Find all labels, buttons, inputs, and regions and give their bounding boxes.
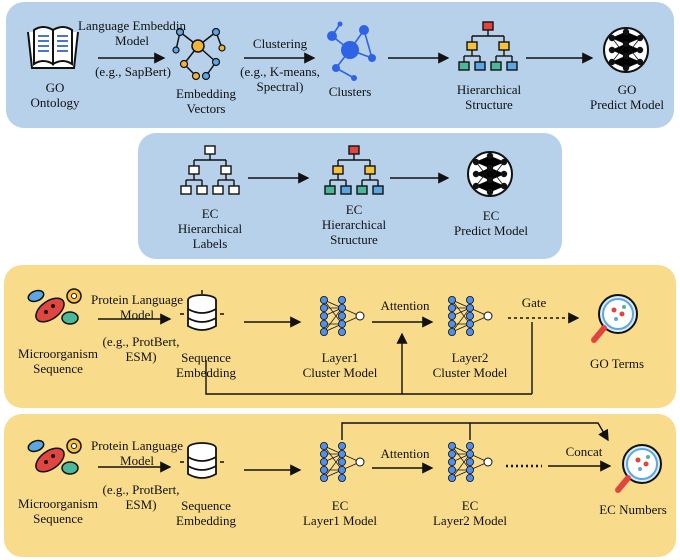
- concat-label: Concat: [565, 444, 603, 459]
- concat-top-line: [341, 422, 609, 442]
- database-icon: [180, 442, 224, 479]
- hierarchy-tree-icon: [324, 145, 384, 195]
- clusters-label: Clusters: [328, 84, 372, 99]
- plm-example-label: (e.g., ProtBert,ESM): [102, 334, 180, 364]
- bacteria-icon: [27, 288, 82, 325]
- bypass-line: [205, 332, 408, 395]
- clusters-icon: [327, 21, 376, 81]
- plm-example-label: (e.g., ProtBert,ESM): [102, 482, 180, 512]
- sapbert-example-label: (e.g., SapBert): [95, 64, 171, 79]
- hierarchy-tree-icon: [180, 145, 240, 195]
- bacteria-icon: [27, 438, 82, 475]
- book-icon: [27, 26, 79, 69]
- embedding-network-icon: [172, 27, 226, 81]
- neural-net-icon: [603, 27, 649, 73]
- layer-network-icon: [448, 296, 493, 337]
- layer-network-icon: [448, 442, 493, 483]
- ec-prediction-panel: [4, 414, 676, 557]
- magnifier-icon: [591, 294, 638, 343]
- clustering-label: Clustering: [252, 36, 308, 51]
- gate-label: Gate: [521, 295, 547, 310]
- layer-network-icon: [320, 442, 365, 483]
- hierarchy-tree-icon: [458, 21, 518, 71]
- layer-network-icon: [320, 296, 365, 337]
- clustering-example-label: (e.g., K-means,Spectral): [240, 64, 320, 94]
- ec-numbers-label: EC Numbers: [599, 502, 667, 517]
- database-icon: [180, 290, 224, 331]
- attention-label: Attention: [380, 446, 430, 461]
- neural-net-icon: [467, 151, 513, 197]
- go-prediction-panel: [4, 265, 676, 408]
- attention-label: Attention: [380, 298, 430, 313]
- go-terms-label: GO Terms: [589, 356, 645, 371]
- magnifier-icon: [615, 444, 662, 493]
